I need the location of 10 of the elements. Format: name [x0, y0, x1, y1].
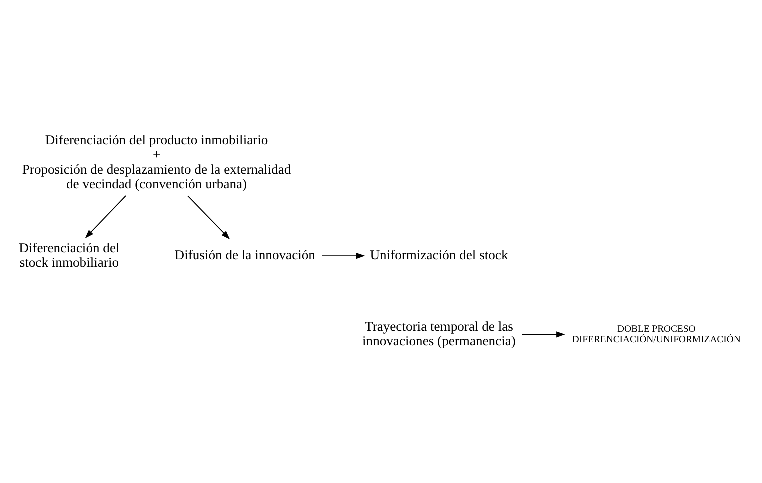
node-text: Trayectoria temporal de las innovaciones (permanencia) — [362, 318, 516, 349]
node-text: Difusión de la innovación — [174, 248, 316, 263]
arrow — [322, 253, 366, 260]
arrow — [522, 332, 566, 338]
arrow — [85, 196, 126, 239]
node-text: Uniformización del stock — [370, 248, 508, 263]
node-text: Diferenciación del stock inmobiliario — [19, 240, 120, 270]
arrow — [187, 196, 230, 240]
node-text: DOBLE PROCESO DIFERENCIACIÓN/UNIFORMIZACIÓN — [572, 324, 741, 346]
node-text: Diferenciación del producto inmobiliario + Proposición de desplazamiento de la externalidad de vecindad (convención urbana) — [22, 132, 292, 192]
